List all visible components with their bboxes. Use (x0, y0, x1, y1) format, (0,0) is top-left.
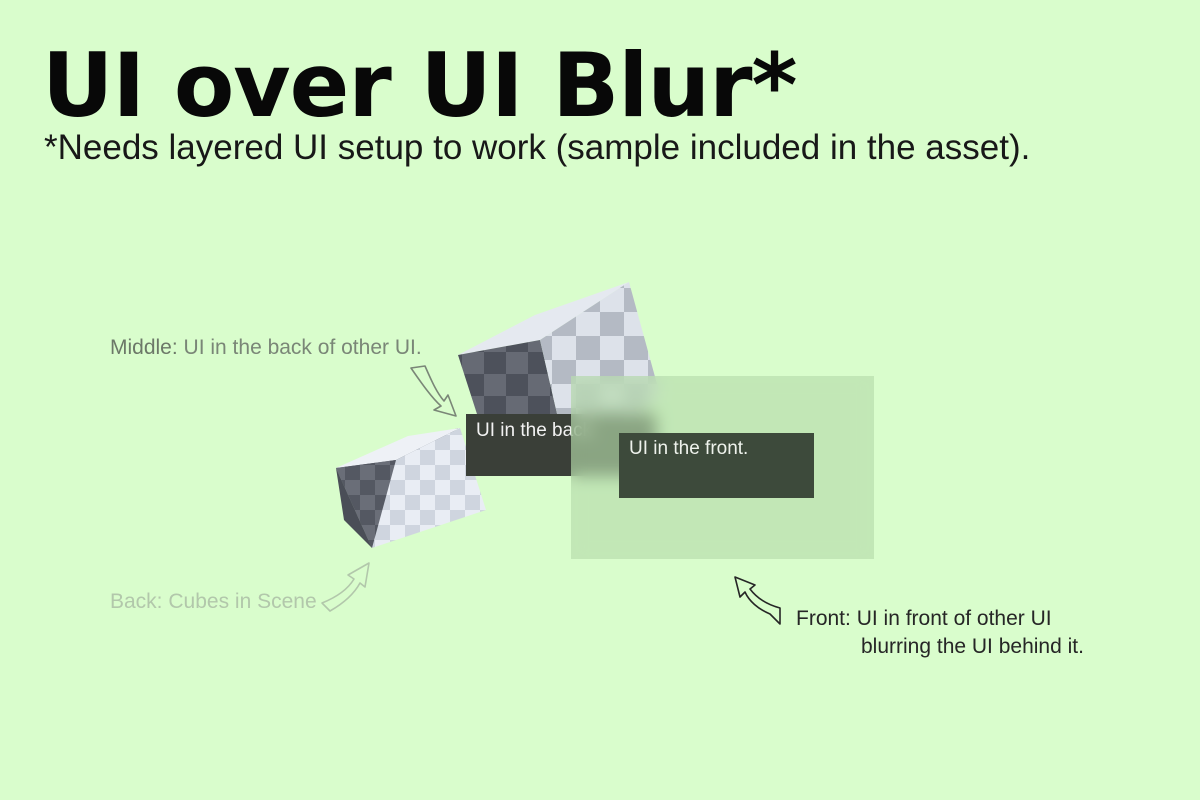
front-note-line2: blurring the UI behind it. (861, 635, 1084, 658)
back-note-key: Back: (110, 590, 163, 613)
middle-note-key: Middle: (110, 336, 178, 359)
front-ui-panel: UI in the front. (619, 433, 814, 498)
page-title: UI over UI Blur* (42, 34, 798, 137)
middle-note-text: UI in the back of other UI. (177, 336, 422, 359)
middle-arrow-icon (410, 365, 457, 417)
front-ui-panel-text: UI in the front. (629, 438, 749, 459)
back-note: Back: Cubes in Scene (110, 588, 317, 616)
front-note-text: UI in front of other UI (850, 607, 1052, 630)
back-arrow-icon (321, 562, 370, 612)
page-subtitle: *Needs layered UI setup to work (sample … (44, 128, 1031, 167)
front-arrow-icon (734, 576, 781, 625)
middle-note: Middle: UI in the back of other UI. (110, 334, 422, 362)
small-cube (336, 428, 486, 548)
back-note-text: Cubes in Scene (162, 590, 317, 613)
back-ui-panel-text: UI in the back. (476, 420, 598, 441)
front-note-key: Front: (796, 607, 851, 630)
front-note: Front: UI in front of other UI blurring … (796, 605, 1084, 661)
